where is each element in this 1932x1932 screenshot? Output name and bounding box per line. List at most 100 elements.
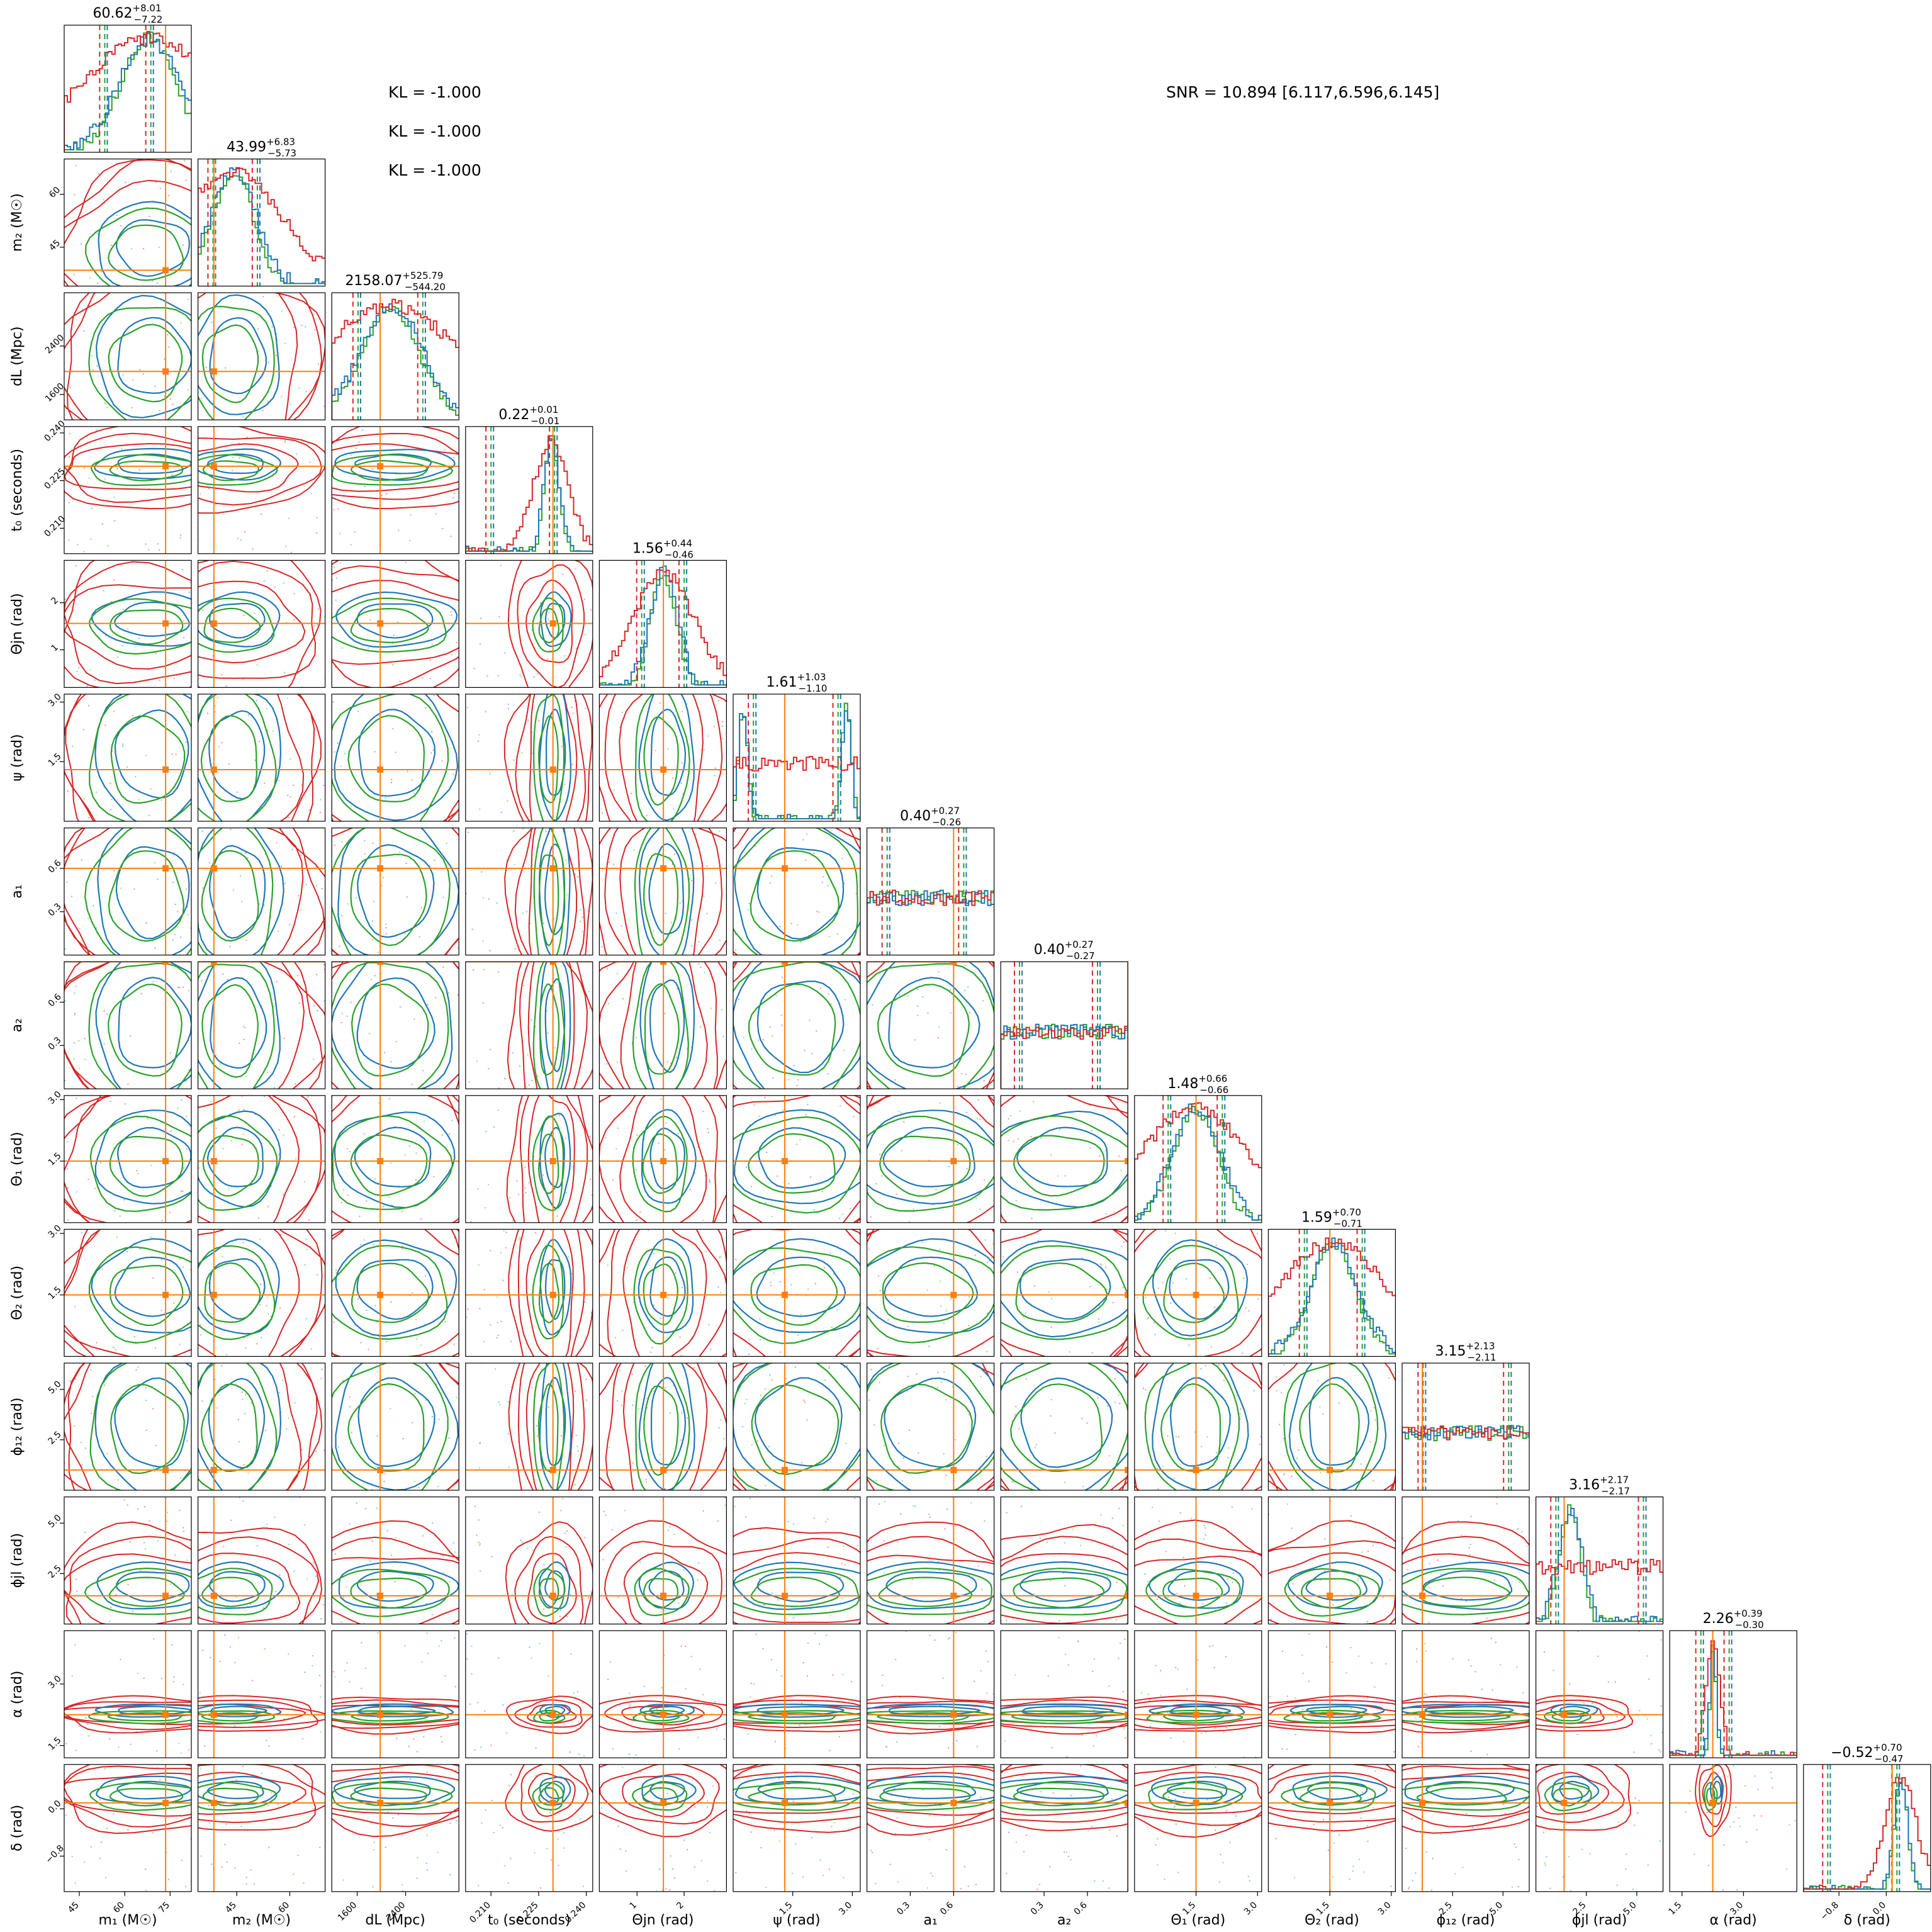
scatter-point <box>907 1325 909 1327</box>
contour-series-2 <box>1249 1229 1262 1357</box>
scatter-point <box>1733 1765 1734 1767</box>
scatter-point <box>1420 1719 1422 1722</box>
scatter-point <box>477 740 480 743</box>
contour-series-2 <box>64 1553 191 1624</box>
scatter-point <box>64 1079 66 1082</box>
scatter-point <box>122 645 124 647</box>
scatter-point <box>782 1109 784 1111</box>
scatter-point <box>908 1429 911 1431</box>
panel-frame <box>64 1362 192 1491</box>
contour-series-1 <box>204 1262 261 1323</box>
scatter-point <box>273 1087 276 1089</box>
scatter-point <box>75 164 77 167</box>
scatter-point <box>431 1416 434 1418</box>
scatter-point <box>500 1252 502 1254</box>
panel-frame <box>465 1764 593 1892</box>
scatter-point <box>284 441 286 443</box>
truth-marker <box>950 1711 957 1718</box>
truth-marker <box>210 766 217 773</box>
scatter-point <box>765 1886 767 1889</box>
scatter-point <box>1051 1746 1053 1749</box>
scatter-point <box>699 1668 701 1670</box>
scatter-point <box>1616 1884 1618 1886</box>
contour-series-0 <box>114 1256 191 1317</box>
contour-series-0 <box>332 962 453 1089</box>
scatter-point <box>844 999 846 1001</box>
scatter-point <box>99 1858 101 1860</box>
scatter-point <box>1452 1658 1454 1660</box>
scatter-point <box>314 329 316 331</box>
scatter-point <box>616 1061 618 1063</box>
scatter-point <box>454 1551 456 1553</box>
contour-series-0 <box>198 1775 281 1805</box>
scatter-point <box>1647 1864 1649 1867</box>
scatter-point <box>288 1543 290 1546</box>
scatter-point <box>645 1478 647 1480</box>
contour-series-1 <box>1300 1578 1362 1609</box>
scatter-point <box>113 1813 115 1815</box>
scatter-point <box>451 614 452 616</box>
panel-frame <box>598 1095 727 1223</box>
scatter-point <box>301 1449 303 1451</box>
contour-series-1 <box>867 1782 994 1811</box>
contour-series-2 <box>198 1704 306 1725</box>
scatter-point <box>912 1578 914 1581</box>
scatter-point <box>738 998 740 1001</box>
scatter-point <box>370 979 373 980</box>
scatter-point <box>410 1709 412 1711</box>
scatter-point <box>381 495 383 497</box>
histogram-title-1: 43.99+6.83−5.73 <box>227 137 296 159</box>
scatter-point <box>182 1527 184 1529</box>
scatter-point <box>152 1832 154 1834</box>
scatter-point <box>706 913 708 915</box>
scatter-point <box>1106 1405 1109 1407</box>
truth-marker <box>1125 1158 1128 1165</box>
scatter-point <box>686 703 688 705</box>
scatter-point <box>1210 1345 1213 1348</box>
scatter-point <box>702 1693 704 1696</box>
scatter-point <box>741 1425 744 1428</box>
panel-frame <box>1000 1095 1128 1223</box>
scatter-point <box>969 1012 971 1014</box>
scatter-point <box>769 1374 771 1376</box>
contour-series-1 <box>532 1115 564 1211</box>
scatter-point <box>1081 1734 1083 1736</box>
scatter-point <box>266 1305 267 1306</box>
scatter-point <box>507 1401 510 1403</box>
scatter-point <box>478 1544 481 1546</box>
scatter-point <box>670 1855 671 1857</box>
scatter-point <box>224 1843 226 1846</box>
y-tick-label: 0.0 <box>47 1799 64 1816</box>
scatter-point <box>532 676 535 678</box>
scatter-point <box>349 1150 351 1153</box>
scatter-point <box>242 1133 244 1135</box>
contour-series-0 <box>733 1561 860 1610</box>
contour-series-1 <box>533 1709 566 1724</box>
scatter-point <box>1576 1733 1578 1736</box>
scatter-point <box>202 609 204 611</box>
panel-frame <box>64 25 192 153</box>
scatter-point <box>550 1859 553 1861</box>
truth-marker <box>1327 1592 1334 1599</box>
truth-marker <box>377 1711 384 1718</box>
scatter-point <box>394 1580 396 1583</box>
scatter-point <box>602 1559 604 1561</box>
contour-series-1 <box>867 1115 994 1212</box>
scatter-point <box>1325 1646 1328 1648</box>
contour-panel-8-4 <box>598 1095 727 1223</box>
scatter-point <box>249 1603 252 1605</box>
scatter-point <box>426 1869 429 1871</box>
scatter-point <box>1212 1645 1214 1647</box>
contour-series-2 <box>1134 1772 1262 1814</box>
contour-series-2 <box>525 1363 575 1490</box>
scatter-point <box>262 296 264 298</box>
y-axis-label-9: Θ₂ (rad) <box>9 1266 25 1320</box>
scatter-point <box>943 1371 945 1373</box>
scatter-point <box>256 664 258 666</box>
scatter-point <box>469 1703 471 1705</box>
scatter-point <box>1222 1862 1224 1864</box>
scatter-point <box>1361 1551 1363 1553</box>
scatter-point <box>257 1217 260 1220</box>
scatter-point <box>386 493 388 495</box>
